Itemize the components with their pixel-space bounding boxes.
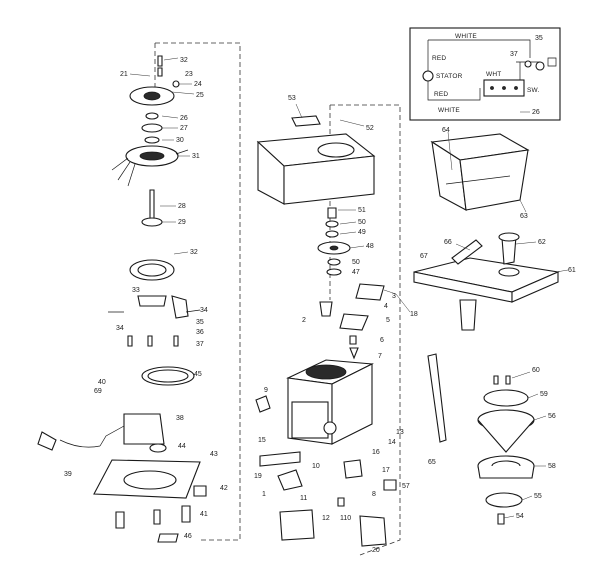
motor-parts-column [37,55,207,543]
callout-18: 18 [410,311,418,318]
wiring-ref-26: 26 [532,109,540,116]
bowl-and-housing-column [255,115,397,547]
callout-19: 19 [254,473,262,480]
callout-56: 56 [548,413,556,420]
callout-58: 58 [548,463,556,470]
callout-31: 31 [192,153,200,160]
wire-label-stator: STATOR [436,73,463,80]
callout-34-right: 34 [200,307,208,314]
callout-21: 21 [120,71,128,78]
callout-46: 46 [184,533,192,540]
callout-64: 64 [442,127,450,134]
wire-label-red-bottom: RED [434,91,448,98]
callout-20: 20 [372,547,380,554]
callout-40: 40 [98,379,106,386]
callout-47: 47 [352,269,360,276]
callout-9: 9 [264,387,268,394]
callout-62: 62 [538,239,546,246]
callout-23: 23 [185,71,193,78]
callout-38: 38 [176,415,184,422]
callout-4-top: 4 [384,303,388,310]
callout-63: 63 [520,213,528,220]
callout-11: 11 [300,495,307,502]
callout-1: 1 [262,491,266,498]
wiring-ref-37: 37 [510,51,518,58]
callout-39: 39 [64,471,72,478]
callout-16: 16 [372,449,380,456]
callout-26: 26 [180,115,188,122]
attachments-column [413,133,560,525]
callout-37: 37 [196,341,204,348]
callout-50-top: 50 [358,219,366,226]
callout-59: 59 [540,391,548,398]
part-callouts: 32 21 23 24 25 26 27 30 31 28 29 32 33 3… [64,57,576,554]
callout-66: 66 [444,239,452,246]
callout-51: 51 [358,207,366,214]
wiring-ref-35: 35 [535,35,543,42]
callout-3: 3 [392,293,396,300]
callout-53: 53 [288,95,296,102]
callout-65: 65 [428,459,436,466]
callout-17: 17 [382,467,390,474]
callout-24: 24 [194,81,202,88]
callout-50-bottom: 50 [352,259,360,266]
callout-44: 44 [178,443,186,450]
callout-2: 2 [302,317,306,324]
callout-54: 54 [516,513,524,520]
callout-7: 7 [378,353,382,360]
callout-12: 12 [322,515,330,522]
wire-label-white-top: WHITE [455,33,477,40]
callout-42: 42 [220,485,228,492]
callout-32-mid: 32 [190,249,198,256]
callout-30: 30 [176,137,184,144]
callout-6: 6 [380,337,384,344]
wire-label-wht: WHT [486,71,501,78]
callout-32-top: 32 [180,57,188,64]
callout-55: 55 [534,493,542,500]
callout-28: 28 [178,203,186,210]
callout-25: 25 [196,92,204,99]
callout-27: 27 [180,125,188,132]
callout-35: 35 [196,319,204,326]
callout-61: 61 [568,267,576,274]
callout-57: 57 [402,483,410,490]
callout-8: 8 [372,491,376,498]
callout-52: 52 [366,125,374,132]
callout-43: 43 [210,451,218,458]
wiring-diagram: WHITE RED STATOR RED WHITE WHT SW. 35 37… [409,27,561,121]
callout-36: 36 [196,329,204,336]
callout-14: 14 [388,439,396,446]
wire-label-red-top: RED [432,55,446,62]
callout-13: 13 [396,429,404,436]
callout-45: 45 [194,371,202,378]
callout-41: 41 [200,511,208,518]
callout-10: 10 [312,463,320,470]
leader-lines [129,57,569,519]
callout-60: 60 [532,367,540,374]
callout-15: 15 [258,437,266,444]
callout-48: 48 [366,243,374,250]
callout-5: 5 [386,317,390,324]
callout-34-left: 34 [116,325,124,332]
callout-67: 67 [420,253,428,260]
callout-69: 69 [94,388,102,395]
wire-label-white-bottom: WHITE [438,107,460,114]
callout-110: 110 [340,515,351,522]
wire-label-switch: SW. [527,87,540,94]
callout-29: 29 [178,219,186,226]
callout-33-a: 33 [132,287,140,294]
callout-49: 49 [358,229,366,236]
